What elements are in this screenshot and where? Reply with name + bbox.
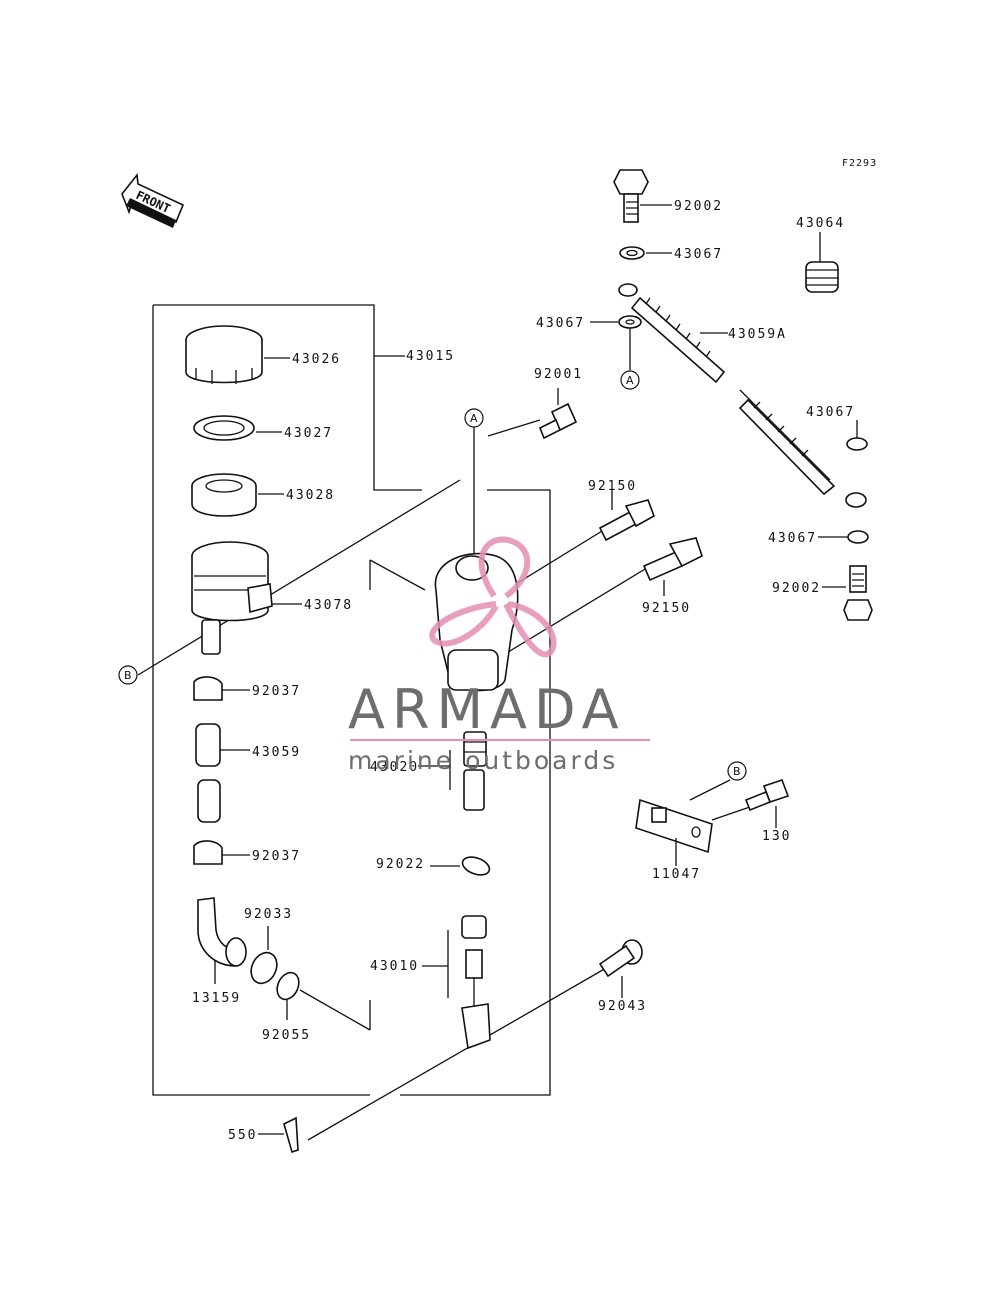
cotter-pin-550 [258,1116,299,1154]
leader-lines [137,419,771,1141]
bolt-92001 [538,388,578,440]
label-92037-top: 92037 [252,684,301,699]
label-130: 130 [762,829,791,844]
label-92001: 92001 [534,367,583,382]
label-92002-low: 92002 [772,581,821,596]
svg-text:B: B [124,669,132,682]
bolt-130 [744,778,790,828]
grommet-43064 [805,232,839,293]
svg-text:A: A [470,412,478,425]
label-11047: 11047 [652,867,701,882]
fitting-13159 [197,897,247,984]
label-43067-low: 43067 [768,531,817,546]
diagram-code: F2293 [842,158,877,169]
washer-left [590,315,642,370]
circlip-92033 [250,926,278,985]
label-43010: 43010 [370,959,419,974]
label-43078: 43078 [304,598,353,613]
label-550: 550 [228,1128,257,1143]
washer-low-right [818,530,869,544]
label-92043: 92043 [598,999,647,1014]
label-43059A: 43059A [728,327,787,342]
label-43064: 43064 [796,216,845,231]
banjo-bolt-top [613,169,672,223]
callout-a-top: A [464,408,484,428]
bolt-92150-top [598,490,655,542]
label-92037-low: 92037 [252,849,301,864]
label-43059: 43059 [252,745,301,760]
hose-43059 [195,723,250,823]
watermark-brand: ARMADA [348,678,626,741]
label-43027: 43027 [284,426,333,441]
callout-b-right: B [727,761,747,781]
label-43067-left: 43067 [536,316,585,331]
label-92055: 92055 [262,1028,311,1043]
bracket-11047 [635,798,713,866]
watermark: ARMADA marine outboards [348,536,650,775]
clamp-92037-low [193,840,250,865]
assembly-bracket [152,304,551,1096]
plate-43027 [193,415,282,441]
label-43026: 43026 [292,352,341,367]
callout-a-hose: A [620,370,640,390]
washer-mid-right [846,420,868,451]
label-92002-top: 92002 [674,199,723,214]
banjo-bolt-low [822,565,873,621]
pushrod-43010 [422,915,491,1050]
brake-hose-43059A [618,283,867,508]
circlip-92022 [430,856,491,876]
label-43015: 43015 [406,349,455,364]
o-ring-92055 [276,971,300,1020]
washer-top [619,246,672,260]
label-43067-top: 43067 [674,247,723,262]
svg-text:B: B [733,765,741,778]
label-43020: 43020 [370,760,419,775]
callout-b-left: B [118,665,138,685]
label-92150-low: 92150 [642,601,691,616]
bolt-92150-low [642,537,703,596]
front-arrow-icon: FRONT [121,172,185,228]
label-43067-mid: 43067 [806,405,855,420]
reservoir-cap-43026 [185,325,290,384]
label-13159: 13159 [192,991,241,1006]
label-92022: 92022 [376,857,425,872]
pin-92043 [598,939,643,998]
label-43028: 43028 [286,488,335,503]
watermark-tagline: marine outboards [348,746,618,775]
svg-text:A: A [626,374,634,387]
label-92033: 92033 [244,907,293,922]
clamp-92037-top [193,676,250,701]
label-92150-top: 92150 [588,479,637,494]
reservoir-43078 [191,541,302,655]
diaphragm-43028 [191,473,284,517]
propeller-logo-icon [429,536,557,658]
